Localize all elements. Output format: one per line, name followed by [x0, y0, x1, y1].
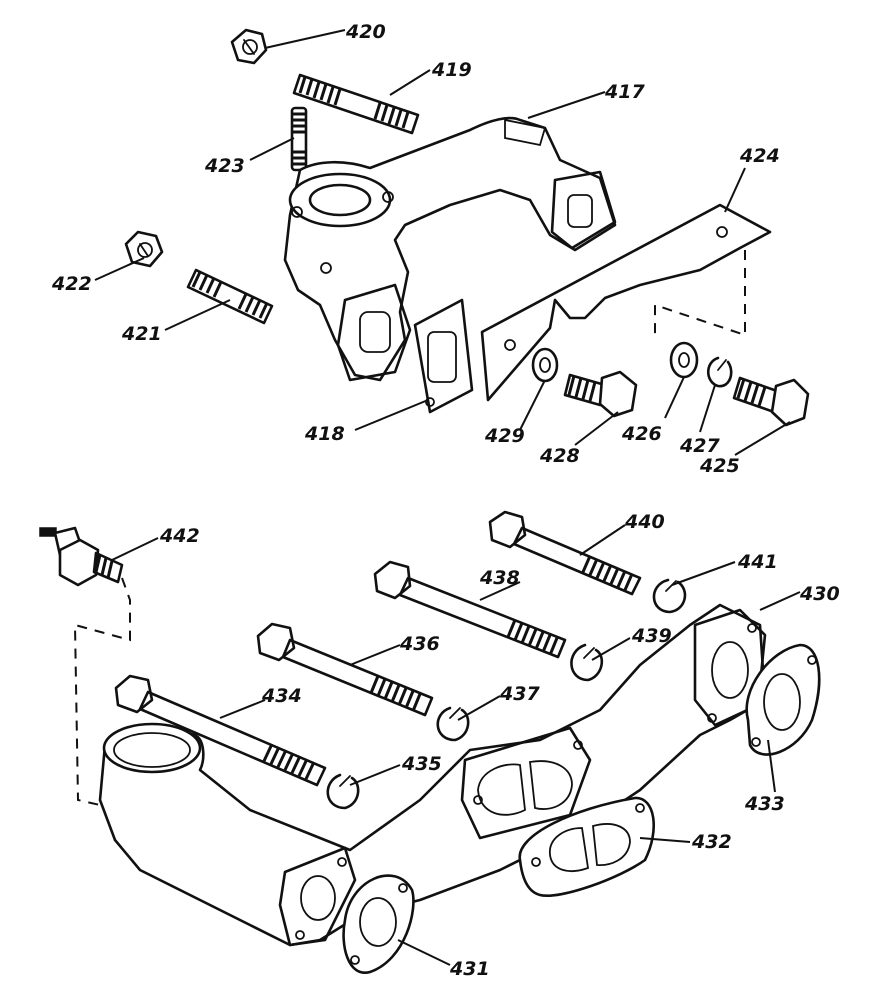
part-432-gasket: [518, 796, 656, 898]
label-424: 424: [739, 145, 780, 167]
label-420: 420: [345, 21, 386, 43]
label-419: 419: [431, 59, 472, 81]
label-433: 433: [744, 793, 785, 815]
label-438: 438: [479, 567, 520, 589]
label-421: 421: [121, 323, 162, 345]
label-439: 439: [631, 625, 672, 647]
part-433-gasket: [745, 643, 821, 756]
label-437: 437: [499, 683, 540, 705]
label-423: 423: [204, 155, 245, 177]
label-429: 429: [484, 425, 525, 447]
label-441: 441: [737, 551, 778, 573]
part-438-bolt: [373, 560, 567, 659]
label-426: 426: [621, 423, 662, 445]
label-432: 432: [691, 831, 732, 853]
label-435: 435: [401, 753, 442, 775]
part-430-exhaust-manifold: [98, 603, 767, 947]
part-442-temperature-sensor: [39, 526, 124, 587]
label-418: 418: [304, 423, 345, 445]
label-431: 431: [449, 958, 490, 980]
label-436: 436: [399, 633, 440, 655]
label-430: 430: [799, 583, 840, 605]
part-427-lock-washer: [706, 356, 733, 388]
label-434: 434: [261, 685, 302, 707]
leader-lines: [94, 29, 801, 966]
part-419-stud: [292, 73, 420, 135]
part-421-stud: [186, 268, 274, 325]
label-422: 422: [51, 273, 92, 295]
part-434-bolt: [114, 674, 327, 787]
part-418-gasket: [413, 298, 474, 414]
label-425: 425: [699, 455, 740, 477]
guide-line-sensor: [73, 577, 131, 806]
part-424-bracket: [480, 203, 772, 402]
part-437-lock-washer: [436, 706, 470, 742]
part-417-intake-manifold: [283, 116, 617, 382]
part-431-gasket: [342, 874, 415, 974]
part-425-bolt: [732, 376, 810, 427]
part-428-bolt: [563, 370, 638, 418]
part-426-washer: [669, 341, 699, 379]
part-420-nut: [230, 28, 268, 65]
label-440: 440: [624, 511, 665, 533]
part-435-lock-washer: [326, 773, 360, 810]
label-442: 442: [159, 525, 200, 547]
part-440-bolt: [488, 510, 642, 596]
part-441-lock-washer: [652, 578, 687, 614]
part-439-lock-washer: [570, 643, 604, 682]
part-422-nut: [124, 230, 164, 268]
label-417: 417: [604, 81, 645, 103]
part-number-labels: 420 419 417 423 424 422 421 418 429 428 …: [51, 21, 840, 980]
label-428: 428: [539, 445, 580, 467]
part-436-bolt: [256, 622, 434, 717]
part-429-washer: [531, 347, 559, 383]
guide-line-upper: [654, 250, 746, 340]
label-427: 427: [679, 435, 720, 457]
